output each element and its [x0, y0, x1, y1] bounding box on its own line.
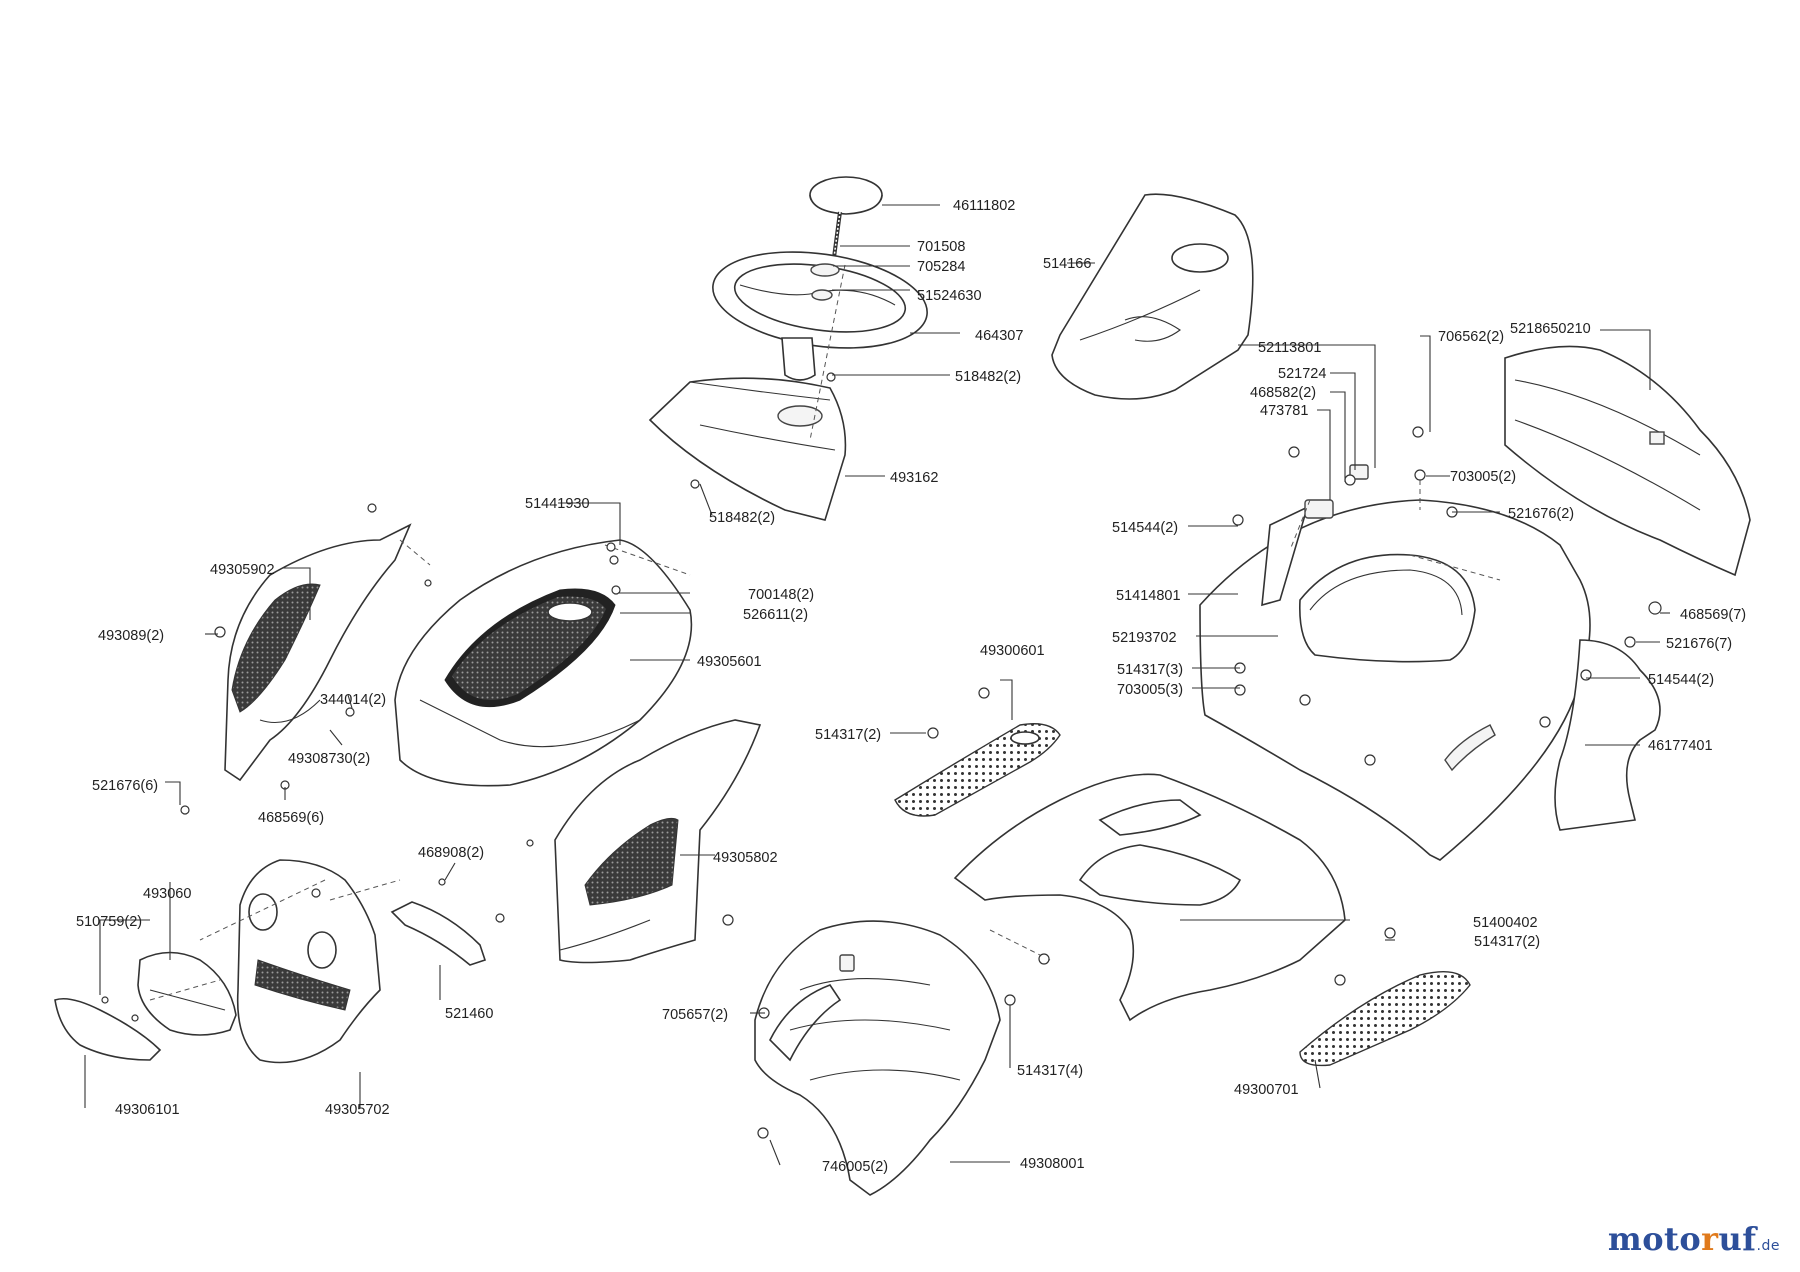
part-label: 473781 — [1260, 403, 1308, 419]
part-label: 514544(2) — [1112, 520, 1178, 536]
assembly-lines — [149, 264, 1501, 1001]
part-label: 49305601 — [697, 654, 762, 670]
part-label: 518482(2) — [709, 510, 775, 526]
part-label: 52193702 — [1112, 630, 1177, 646]
part-label: 746005(2) — [822, 1159, 888, 1175]
part-label: 703005(3) — [1117, 682, 1183, 698]
part-label: 468582(2) — [1250, 385, 1316, 401]
part-label: 49308001 — [1020, 1156, 1085, 1172]
part-label: 49305702 — [325, 1102, 390, 1118]
part-label: 518482(2) — [955, 369, 1021, 385]
front-lower-panel-drawing — [754, 920, 1001, 1196]
left-side-panel-drawing — [224, 523, 412, 782]
part-label: 49305802 — [713, 850, 778, 866]
part-label: 52113801 — [1258, 340, 1321, 356]
bracket-drawing — [390, 901, 487, 966]
left-footrest-drawing — [894, 723, 1061, 817]
watermark-text: moto — [1607, 1220, 1702, 1258]
part-label: 46111802 — [953, 198, 1015, 214]
part-label: 49300601 — [980, 643, 1045, 659]
footboard-drawing — [953, 773, 1346, 1022]
part-label: 344014(2) — [320, 692, 386, 708]
dashboard-cover-drawing — [648, 377, 847, 521]
part-label: 49308730(2) — [288, 751, 370, 767]
part-labels: 46111802 701508 705284 51524630 464307 5… — [76, 198, 1746, 1175]
hood-drawing — [394, 539, 693, 787]
right-footrest-drawing — [1299, 971, 1471, 1067]
part-label: 46177401 — [1648, 738, 1713, 754]
part-label: 49305902 — [210, 562, 275, 578]
part-label: 701508 — [917, 239, 965, 255]
part-label: 521460 — [445, 1006, 493, 1022]
part-label: 514317(2) — [815, 727, 881, 743]
part-label: 521676(7) — [1666, 636, 1732, 652]
part-label: 468908(2) — [418, 845, 484, 861]
watermark-domain: .de — [1756, 1238, 1780, 1254]
front-bumper-strip-drawing — [54, 997, 162, 1061]
part-label: 526611(2) — [743, 607, 808, 623]
seat-drawing — [1051, 193, 1254, 400]
part-label: 464307 — [975, 328, 1023, 344]
part-label: 51400402 — [1473, 915, 1538, 931]
part-label: 468569(6) — [258, 810, 324, 826]
part-label: 703005(2) — [1450, 469, 1516, 485]
part-label: 521676(6) — [92, 778, 158, 794]
hardware-screws — [101, 372, 1662, 1139]
leader-lines — [84, 204, 1670, 1166]
part-label: 514317(4) — [1017, 1063, 1083, 1079]
part-label: 705657(2) — [662, 1007, 728, 1023]
part-label: 51524630 — [917, 288, 982, 304]
right-side-panel-drawing — [554, 719, 762, 964]
side-rail-drawing — [1261, 464, 1369, 607]
part-label: 49300701 — [1234, 1082, 1299, 1098]
part-label: 51441930 — [525, 496, 590, 512]
part-label: 514544(2) — [1648, 672, 1714, 688]
part-label: 493060 — [143, 886, 191, 902]
part-label: 521724 — [1278, 366, 1326, 382]
part-label: 700148(2) — [748, 587, 814, 603]
part-label: 468569(7) — [1680, 607, 1746, 623]
watermark-logo: motoruf.de — [1608, 1220, 1780, 1258]
part-label: 514317(2) — [1474, 934, 1540, 950]
part-label: 49306101 — [115, 1102, 180, 1118]
steering-cap-drawing — [809, 176, 883, 215]
steering-column-drawing — [781, 337, 816, 381]
headlight-cover-drawing — [137, 951, 237, 1036]
part-label: 706562(2) — [1438, 329, 1504, 345]
part-label: 493162 — [890, 470, 938, 486]
part-label: 705284 — [917, 259, 965, 275]
part-label: 5218650210 — [1510, 321, 1591, 337]
rear-cover-drawing — [1504, 345, 1751, 577]
part-label: 521676(2) — [1508, 506, 1574, 522]
part-label: 51414801 — [1116, 588, 1181, 604]
rear-body-drawing — [1199, 499, 1591, 861]
rear-fender-drawing — [1554, 639, 1661, 831]
part-label: 493089(2) — [98, 628, 164, 644]
watermark-text: uf — [1718, 1220, 1757, 1258]
steering-wheel-drawing — [712, 251, 928, 349]
part-label: 514166 — [1043, 256, 1091, 272]
watermark-text-accent: r — [1701, 1220, 1719, 1258]
part-label: 510759(2) — [76, 914, 142, 930]
part-label: 514317(3) — [1117, 662, 1183, 678]
front-grille-housing-drawing — [236, 859, 381, 1064]
